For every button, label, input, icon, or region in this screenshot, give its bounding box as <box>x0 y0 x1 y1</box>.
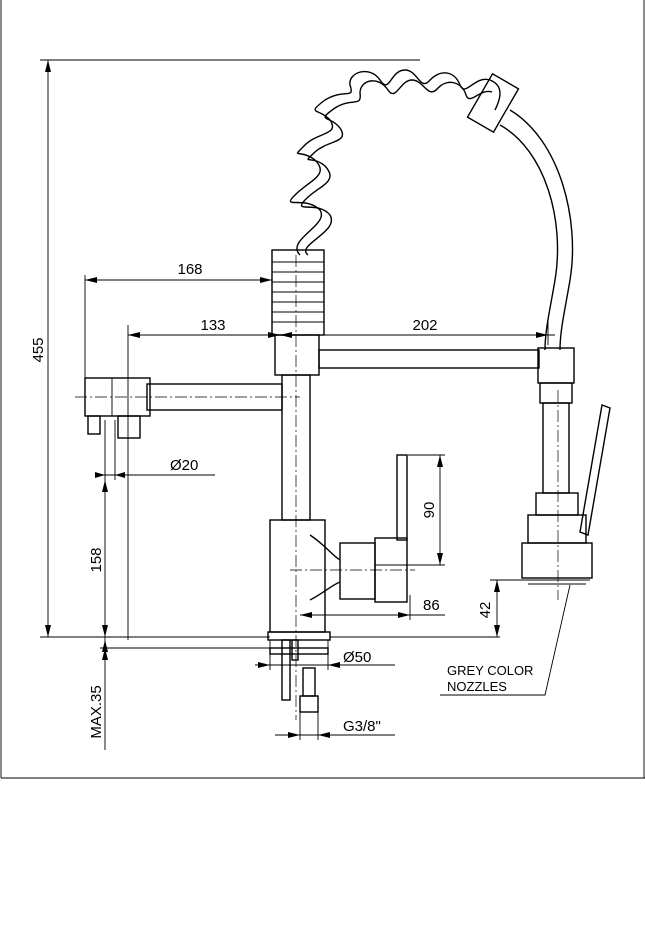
dimension-lever-height: 158 <box>88 480 108 640</box>
note-line-2: NOZZLES <box>447 679 507 694</box>
label-lever-reach: 168 <box>177 261 202 278</box>
dimension-lever-reach: 168 <box>84 261 272 380</box>
dimension-thread: G3/8" <box>275 712 395 740</box>
label-lever-height: 158 <box>88 547 105 572</box>
nozzle-note: GREY COLOR NOZZLES <box>440 584 571 696</box>
label-overall-height: 455 <box>30 337 47 362</box>
dimension-max-thickness: MAX.35 <box>88 640 270 750</box>
dimension-handle-length: 90 <box>375 454 445 566</box>
label-lever-diameter: Ø20 <box>170 457 198 474</box>
label-spout-reach: 202 <box>412 317 437 334</box>
label-lever-offset: 133 <box>200 317 225 334</box>
drawing-frame <box>0 0 645 779</box>
label-handle-projection: 86 <box>423 597 440 614</box>
label-max-thickness: MAX.35 <box>88 685 105 738</box>
label-nozzle-height: 42 <box>477 602 494 619</box>
label-base-diameter: Ø50 <box>343 649 371 666</box>
dimension-offsets: 133 202 <box>127 317 555 640</box>
label-handle-length: 90 <box>421 502 438 519</box>
faucet-outline <box>75 69 611 720</box>
dimension-lever-diameter: Ø20 <box>95 420 215 480</box>
dimension-overall-height: 455 <box>30 59 420 638</box>
note-line-1: GREY COLOR <box>447 663 533 678</box>
dimension-nozzle-height: 42 <box>330 579 525 638</box>
dimension-handle-projection: 86 <box>300 595 445 620</box>
dimension-base-diameter: Ø50 <box>255 640 395 670</box>
label-thread: G3/8" <box>343 718 381 735</box>
